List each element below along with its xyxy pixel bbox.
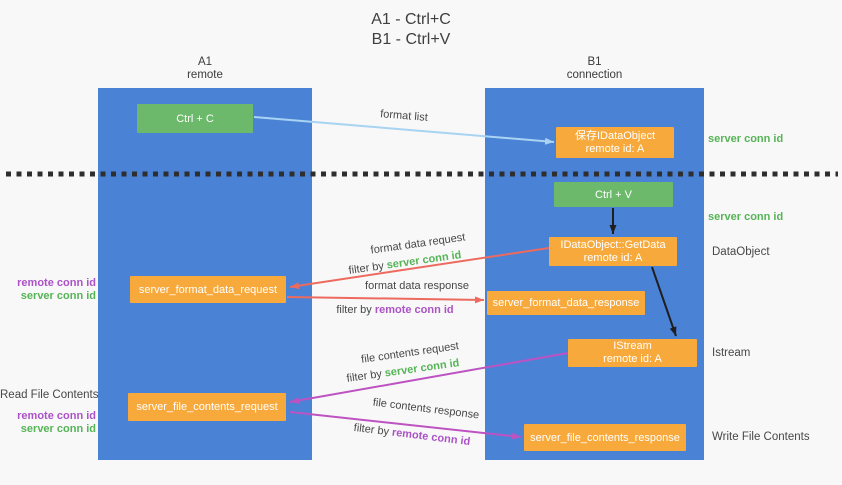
server-format-data-request-box: server_format_data_request [130,276,286,303]
lifeline-a1-name: A1 [197,56,213,68]
idataobject-getdata-box: IDataObject::GetData remote id: A [549,237,677,266]
conn-id-annotation-pair-2: remote conn id server conn id [8,410,96,436]
format-data-response-label: format data response [365,280,469,292]
remote-conn-id-text: remote conn id [374,304,454,316]
save-idataobject-box: 保存IDataObject remote id: A [556,127,674,158]
format-request-label: server_format_data_request [138,283,278,296]
filter-by-server-conn-id-label-1: filter byserver conn id [348,249,462,277]
file-response-label: server_file_contents_response [530,431,680,444]
remote-conn-id-annotation-2: remote conn id [17,410,96,422]
server-conn-id-annotation-top: server conn id [708,133,784,145]
conn-id-annotation-pair-1: remote conn id server conn id [8,277,96,303]
remote-conn-id-annotation-1: remote conn id [17,277,96,289]
save-idataobject-line2: remote id: A [585,142,645,155]
file-contents-response-label: file contents response [372,396,480,422]
save-idataobject-line1: 保存IDataObject [574,129,656,142]
title-line-1: A1 - Ctrl+C [371,11,451,28]
remote-conn-id-text: remote conn id [391,426,471,449]
title-line-2: B1 - Ctrl+V [371,31,451,48]
filter-by-text: filter by [336,304,372,316]
server-file-contents-response-box: server_file_contents_response [524,424,686,451]
format-response-label: server_format_data_response [492,297,640,309]
getdata-line1: IDataObject::GetData [560,238,666,251]
filter-by-text: filter by [345,368,383,385]
server-format-data-response-box: server_format_data_response [487,291,645,315]
getdata-line2: remote id: A [583,251,643,264]
ctrl-v-box: Ctrl + V [554,182,673,207]
server-file-contents-request-box: server_file_contents_request [128,393,286,421]
dataobject-annotation: DataObject [712,246,770,258]
server-conn-id-annotation-2: server conn id [20,423,96,435]
diagram-title: A1 - Ctrl+C B1 - Ctrl+V [371,10,451,50]
istream-annotation: Istream [712,347,751,359]
istream-line1: IStream [613,340,652,352]
read-file-contents-annotation: Read File Contents [0,389,99,401]
write-file-contents-annotation: Write File Contents [712,431,810,443]
istream-line2: remote id: A [603,353,662,365]
istream-box: IStream remote id: A [568,339,697,367]
lifeline-header-a1: A1 remote [98,56,312,82]
lifeline-a1-role: remote [187,69,223,81]
file-request-label: server_file_contents_request [136,401,278,413]
lifeline-header-b1: B1 connection [485,56,704,82]
ctrl-c-label: Ctrl + C [176,112,214,125]
ctrl-v-label: Ctrl + V [595,188,632,201]
filter-by-text: filter by [353,421,390,439]
filter-by-text: filter by [347,260,385,277]
lifeline-b1-name: B1 [587,56,602,68]
server-conn-id-annotation-1: server conn id [20,290,96,302]
server-conn-id-annotation-mid: server conn id [708,211,784,223]
ctrl-c-box: Ctrl + C [137,104,253,133]
lifeline-b1-role: connection [566,69,623,81]
format-data-response-arrow [286,296,485,304]
format-list-label: format list [379,108,429,124]
